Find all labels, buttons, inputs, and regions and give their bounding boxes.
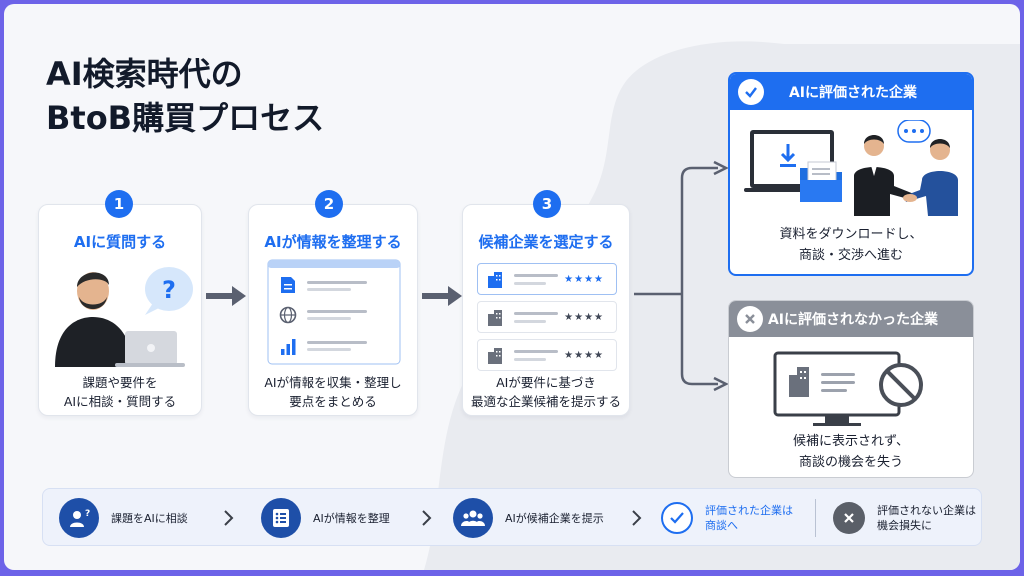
summary-label: AIが情報を整理 [313, 511, 390, 525]
chevron-right-icon [632, 510, 642, 526]
question-bubble-text: ? [162, 276, 176, 304]
flow-arrow-2-icon [422, 286, 462, 306]
step-2-card: AIが情報を整理する AIが情報を収集・整理し 要点をまとめる [248, 204, 418, 416]
step-2-badge: 2 [315, 190, 343, 218]
building-icon [488, 272, 502, 288]
negative-outcome-card: AIに評価されなかった企業 候補に表示されず、 商談の機会を失う [728, 300, 974, 478]
candidate-rating: ★★★★ [564, 274, 604, 285]
negative-outcome-title: AIに評価されなかった企業 [767, 312, 939, 328]
candidate-rating: ★★★★ [564, 350, 604, 361]
step-3-title: 候補企業を選定する [478, 233, 614, 251]
candidate-line [514, 320, 546, 323]
summary-label: 課題をAIに相談 [111, 511, 188, 525]
list-icon [261, 498, 301, 538]
positive-outcome-title: AIに評価された企業 [788, 85, 918, 101]
person-laptop-illustration: ? [55, 267, 193, 367]
step-1-desc: 課題や要件を AIに相談・質問する [63, 375, 177, 409]
step-3-badge: 3 [533, 190, 561, 218]
building-icon [488, 348, 502, 364]
page-title: AI検索時代の BtoB購買プロセス [46, 52, 324, 140]
building-icon [488, 310, 502, 326]
check-circle-icon [738, 79, 764, 105]
infographic-frame: AI検索時代の BtoB購買プロセス 1 AIに質問する ? 課題や要件を AI… [4, 4, 1020, 570]
chevron-right-icon [422, 510, 432, 526]
summary-label: AIが候補企業を提示 [505, 511, 604, 525]
summary-divider [815, 499, 816, 537]
step-1-card: AIに質問する ? 課題や要件を AIに相談・質問する [38, 204, 202, 416]
x-circle-icon [737, 306, 763, 332]
step-2-desc: AIが情報を収集・整理し 要点をまとめる [264, 375, 402, 409]
excluded-monitor-illustration [773, 351, 923, 426]
step-2-title: AIが情報を整理する [264, 233, 402, 251]
positive-outcome-card: AIに評価された企業 [728, 72, 974, 276]
process-summary-bar: ? 課題をAIに相談 AIが情報を整理 AIが候補企業を提示 評価された企業は … [42, 488, 982, 546]
summary-label: 評価されない企業は 機会損失に [877, 504, 976, 532]
download-handshake-illustration [744, 120, 958, 216]
summary-item-propose: AIが候補企業を提示 [453, 489, 604, 547]
title-line-2: BtoB購買プロセス [46, 99, 325, 137]
candidate-line [514, 350, 558, 353]
summary-label: 評価された企業は 商談へ [705, 504, 793, 532]
summary-item-organize: AIが情報を整理 [261, 489, 390, 547]
candidate-row: ★★★★ [477, 263, 617, 295]
summary-item-evaluated: 評価された企業は 商談へ [661, 489, 793, 547]
group-icon [453, 498, 493, 538]
check-icon [661, 502, 693, 534]
candidate-row: ★★★★ [477, 301, 617, 333]
candidate-row: ★★★★ [477, 339, 617, 371]
negative-outcome-header: AIに評価されなかった企業 [729, 301, 973, 337]
candidate-rating: ★★★★ [564, 312, 604, 323]
step-1-badge: 1 [105, 190, 133, 218]
candidate-line [514, 358, 546, 361]
candidate-line [514, 312, 558, 315]
chevron-right-icon [224, 510, 234, 526]
positive-outcome-desc: 資料をダウンロードし、 商談・交渉へ進む [779, 227, 923, 263]
title-line-1: AI検索時代の [46, 55, 243, 93]
svg-text:?: ? [85, 509, 90, 519]
document-panel-illustration [267, 259, 401, 365]
step-3-desc: AIが要件に基づき 最適な企業候補を提示する [470, 375, 621, 409]
summary-item-consult: ? 課題をAIに相談 [59, 489, 188, 547]
close-icon [833, 502, 865, 534]
candidate-line [514, 282, 546, 285]
step-1-title: AIに質問する [73, 233, 167, 251]
positive-outcome-header: AIに評価された企業 [730, 74, 972, 110]
candidate-line [514, 274, 558, 277]
user-question-icon: ? [59, 498, 99, 538]
branch-connector [634, 160, 729, 392]
step-3-card: 候補企業を選定する ★★★★ ★★★★ [462, 204, 630, 416]
summary-item-not-evaluated: 評価されない企業は 機会損失に [833, 489, 976, 547]
flow-arrow-1-icon [206, 286, 246, 306]
negative-outcome-desc: 候補に表示されず、 商談の機会を失う [792, 434, 910, 470]
